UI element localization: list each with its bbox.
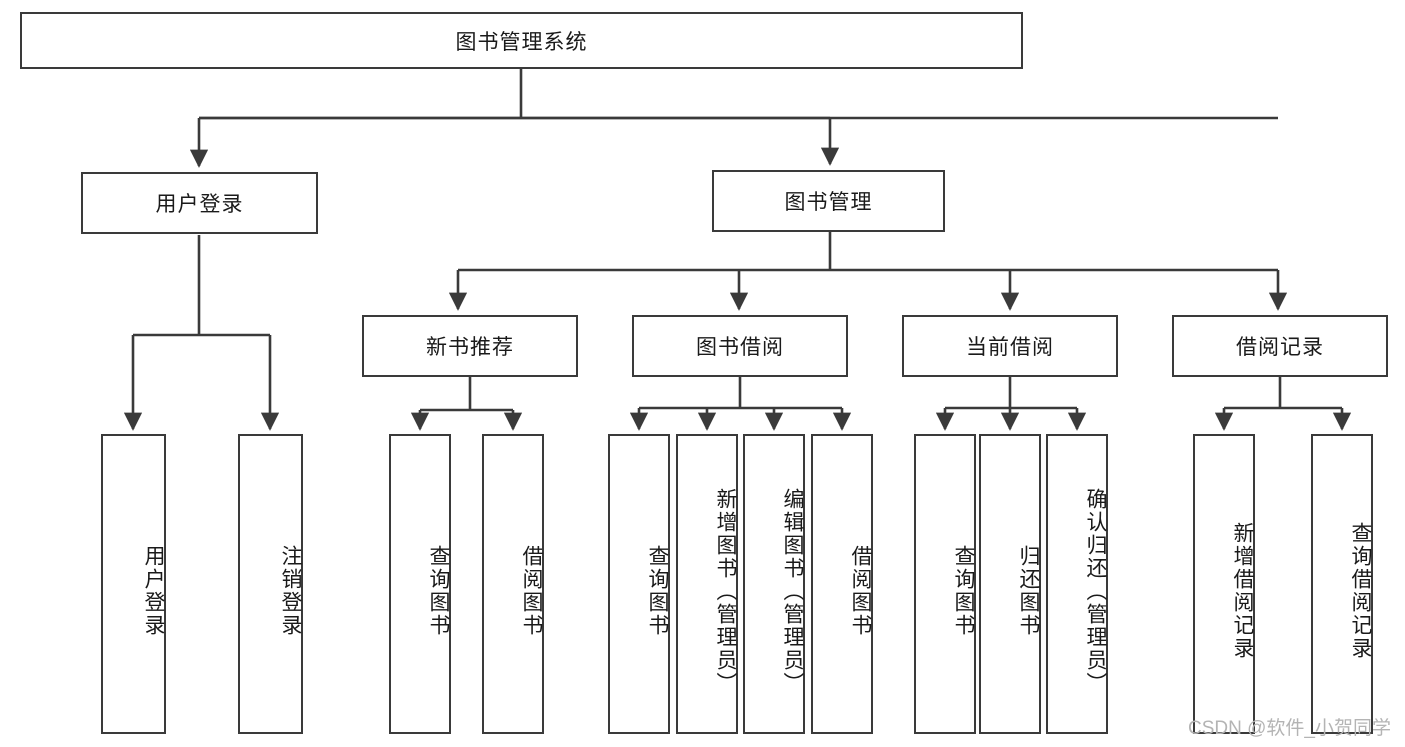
node-leaf-borrow-book-1[interactable]: 借阅图书 [482,434,544,734]
node-leaf-return-book-label: 归还图书 [1017,545,1040,637]
node-root-label: 图书管理系统 [455,30,588,54]
node-leaf-query-record[interactable]: 查询借阅记录 [1311,434,1373,734]
node-book-manage-label: 图书管理 [784,191,873,214]
node-user-login-label: 用户登录 [155,193,244,216]
node-leaf-query-book-3-label: 查询图书 [952,545,975,637]
csdn-watermark: CSDN @软件_小贺同学 [1188,718,1391,739]
node-book-borrow-label: 图书借阅 [696,336,784,359]
node-leaf-query-book-2[interactable]: 查询图书 [608,434,670,734]
node-borrow-record-label: 借阅记录 [1236,336,1324,359]
node-leaf-return-book[interactable]: 归还图书 [979,434,1041,734]
node-leaf-query-book-1-label: 查询图书 [427,545,450,637]
node-leaf-confirm-return-label: 确认归还（管理员） [1084,487,1107,695]
node-leaf-edit-book-label: 编辑图书（管理员） [781,487,804,695]
node-book-borrow[interactable]: 图书借阅 [632,315,848,377]
node-leaf-query-record-label: 查询借阅记录 [1349,522,1372,660]
node-leaf-borrow-book-2[interactable]: 借阅图书 [811,434,873,734]
node-user-login[interactable]: 用户登录 [81,172,318,234]
node-leaf-logout[interactable]: 注销登录 [238,434,303,734]
node-leaf-add-book[interactable]: 新增图书（管理员） [676,434,738,734]
node-leaf-borrow-book-2-label: 借阅图书 [849,545,872,637]
node-leaf-user-login[interactable]: 用户登录 [101,434,166,734]
node-leaf-add-record-label: 新增借阅记录 [1231,522,1254,660]
node-leaf-user-login-label: 用户登录 [142,545,165,637]
node-leaf-logout-label: 注销登录 [279,545,302,637]
node-leaf-query-book-1[interactable]: 查询图书 [389,434,451,734]
node-leaf-add-record[interactable]: 新增借阅记录 [1193,434,1255,734]
node-current-borrow[interactable]: 当前借阅 [902,315,1118,377]
node-leaf-add-book-label: 新增图书（管理员） [714,487,737,695]
node-leaf-confirm-return[interactable]: 确认归还（管理员） [1046,434,1108,734]
node-new-book-rec-label: 新书推荐 [426,336,514,359]
node-borrow-record[interactable]: 借阅记录 [1172,315,1388,377]
node-book-manage[interactable]: 图书管理 [712,170,945,232]
node-leaf-query-book-2-label: 查询图书 [646,545,669,637]
node-root[interactable]: 图书管理系统 [20,12,1023,69]
node-leaf-query-book-3[interactable]: 查询图书 [914,434,976,734]
node-leaf-borrow-book-1-label: 借阅图书 [520,545,543,637]
node-new-book-rec[interactable]: 新书推荐 [362,315,578,377]
node-current-borrow-label: 当前借阅 [966,336,1054,359]
node-leaf-edit-book[interactable]: 编辑图书（管理员） [743,434,805,734]
